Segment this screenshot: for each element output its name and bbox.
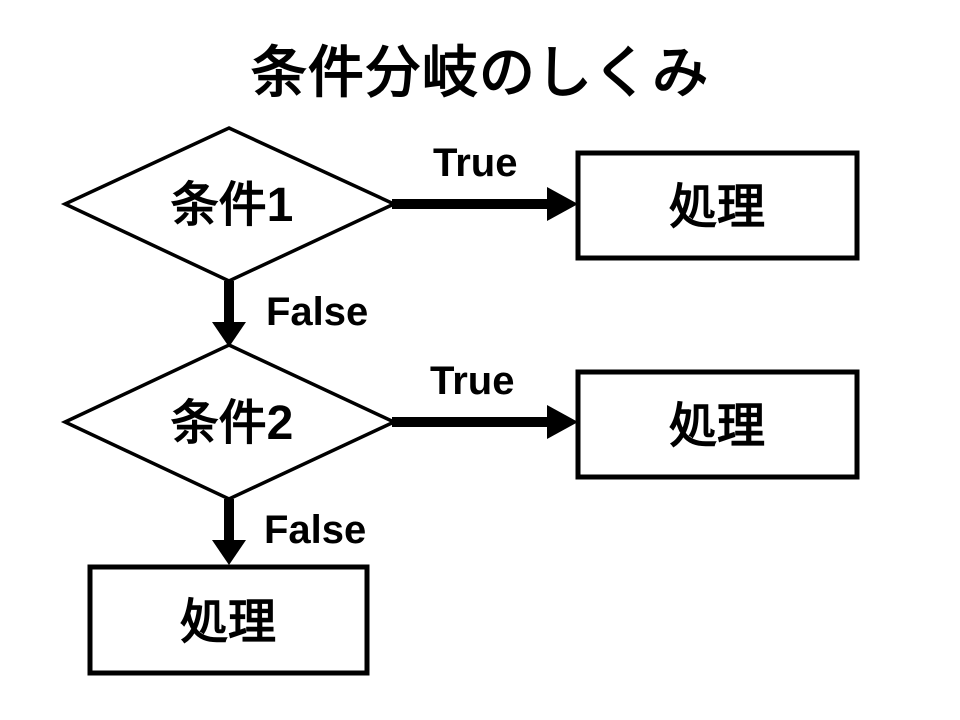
branch-label-true-1: True [433,141,517,185]
arrow-condition1-true [392,187,578,221]
process-box-false-final [87,564,370,676]
branch-label-true-2: True [430,359,514,403]
arrow-condition2-true [392,405,578,439]
branch-label-false-1: False [266,290,368,334]
process-box-true1-label: 処理 [669,181,765,234]
page-title: 条件分岐のしくみ [250,41,710,104]
process-box-true2-label: 処理 [669,400,765,453]
branch-label-false-2: False [264,508,366,552]
decision-condition2-label: 条件2 [171,397,294,450]
arrowhead-down-icon [212,322,246,347]
arrowhead-right-icon [547,405,578,439]
process-box-true2 [575,369,860,480]
arrowhead-down-icon [212,540,246,565]
decision-condition1-label: 条件1 [171,179,294,232]
arrow-condition2-false [212,499,246,565]
arrowhead-right-icon [547,187,578,221]
process-box-true1 [575,150,860,261]
process-box-false-final-label: 処理 [180,596,276,649]
arrow-condition1-false [212,281,246,347]
